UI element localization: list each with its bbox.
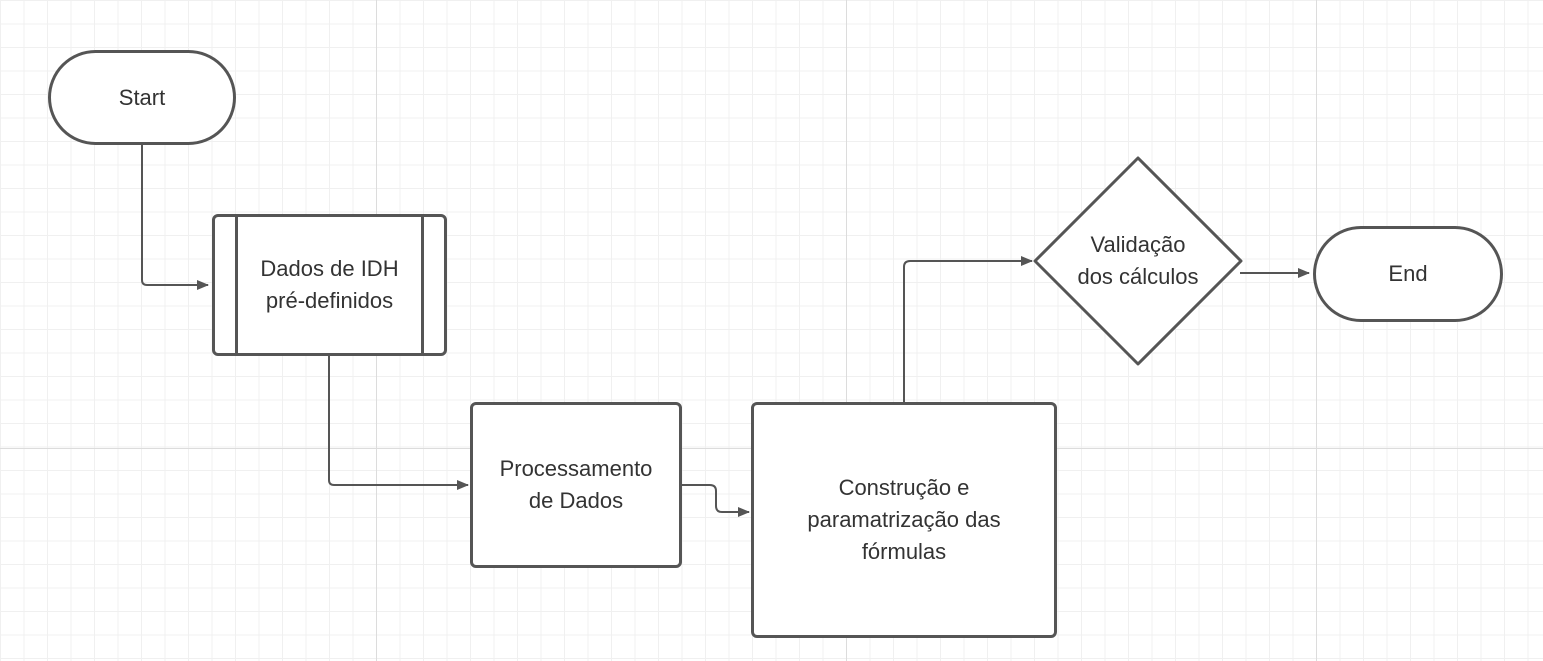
end-label: End (1388, 261, 1428, 287)
start-label: Start (118, 84, 166, 110)
start-terminal[interactable]: Start (48, 50, 236, 145)
processamento-process[interactable]: Processamento de Dados (470, 402, 682, 568)
construcao-process[interactable]: Construção e paramatrização das fórmulas (751, 402, 1057, 638)
dados-label: Dados de IDH pré-definidos (260, 256, 399, 313)
dados-predefined-process[interactable]: Dados de IDH pré-definidos (212, 214, 447, 356)
processamento-label: Processamento de Dados (499, 456, 653, 513)
connector-processamento-to-construcao[interactable] (681, 484, 750, 517)
predef-left-bar (235, 217, 238, 353)
connector-start-to-dados[interactable] (141, 145, 209, 290)
validacao-label: Validação dos cálculos (1077, 232, 1199, 289)
decision-diamond-validacao[interactable] (1033, 156, 1243, 366)
connector-dados-to-processamento[interactable] (328, 356, 469, 490)
predef-right-bar (421, 217, 424, 353)
connector-construcao-to-validacao[interactable] (903, 256, 1033, 402)
construcao-label: Construção e paramatrização das fórmulas (807, 475, 1001, 564)
end-terminal[interactable]: End (1313, 226, 1503, 322)
